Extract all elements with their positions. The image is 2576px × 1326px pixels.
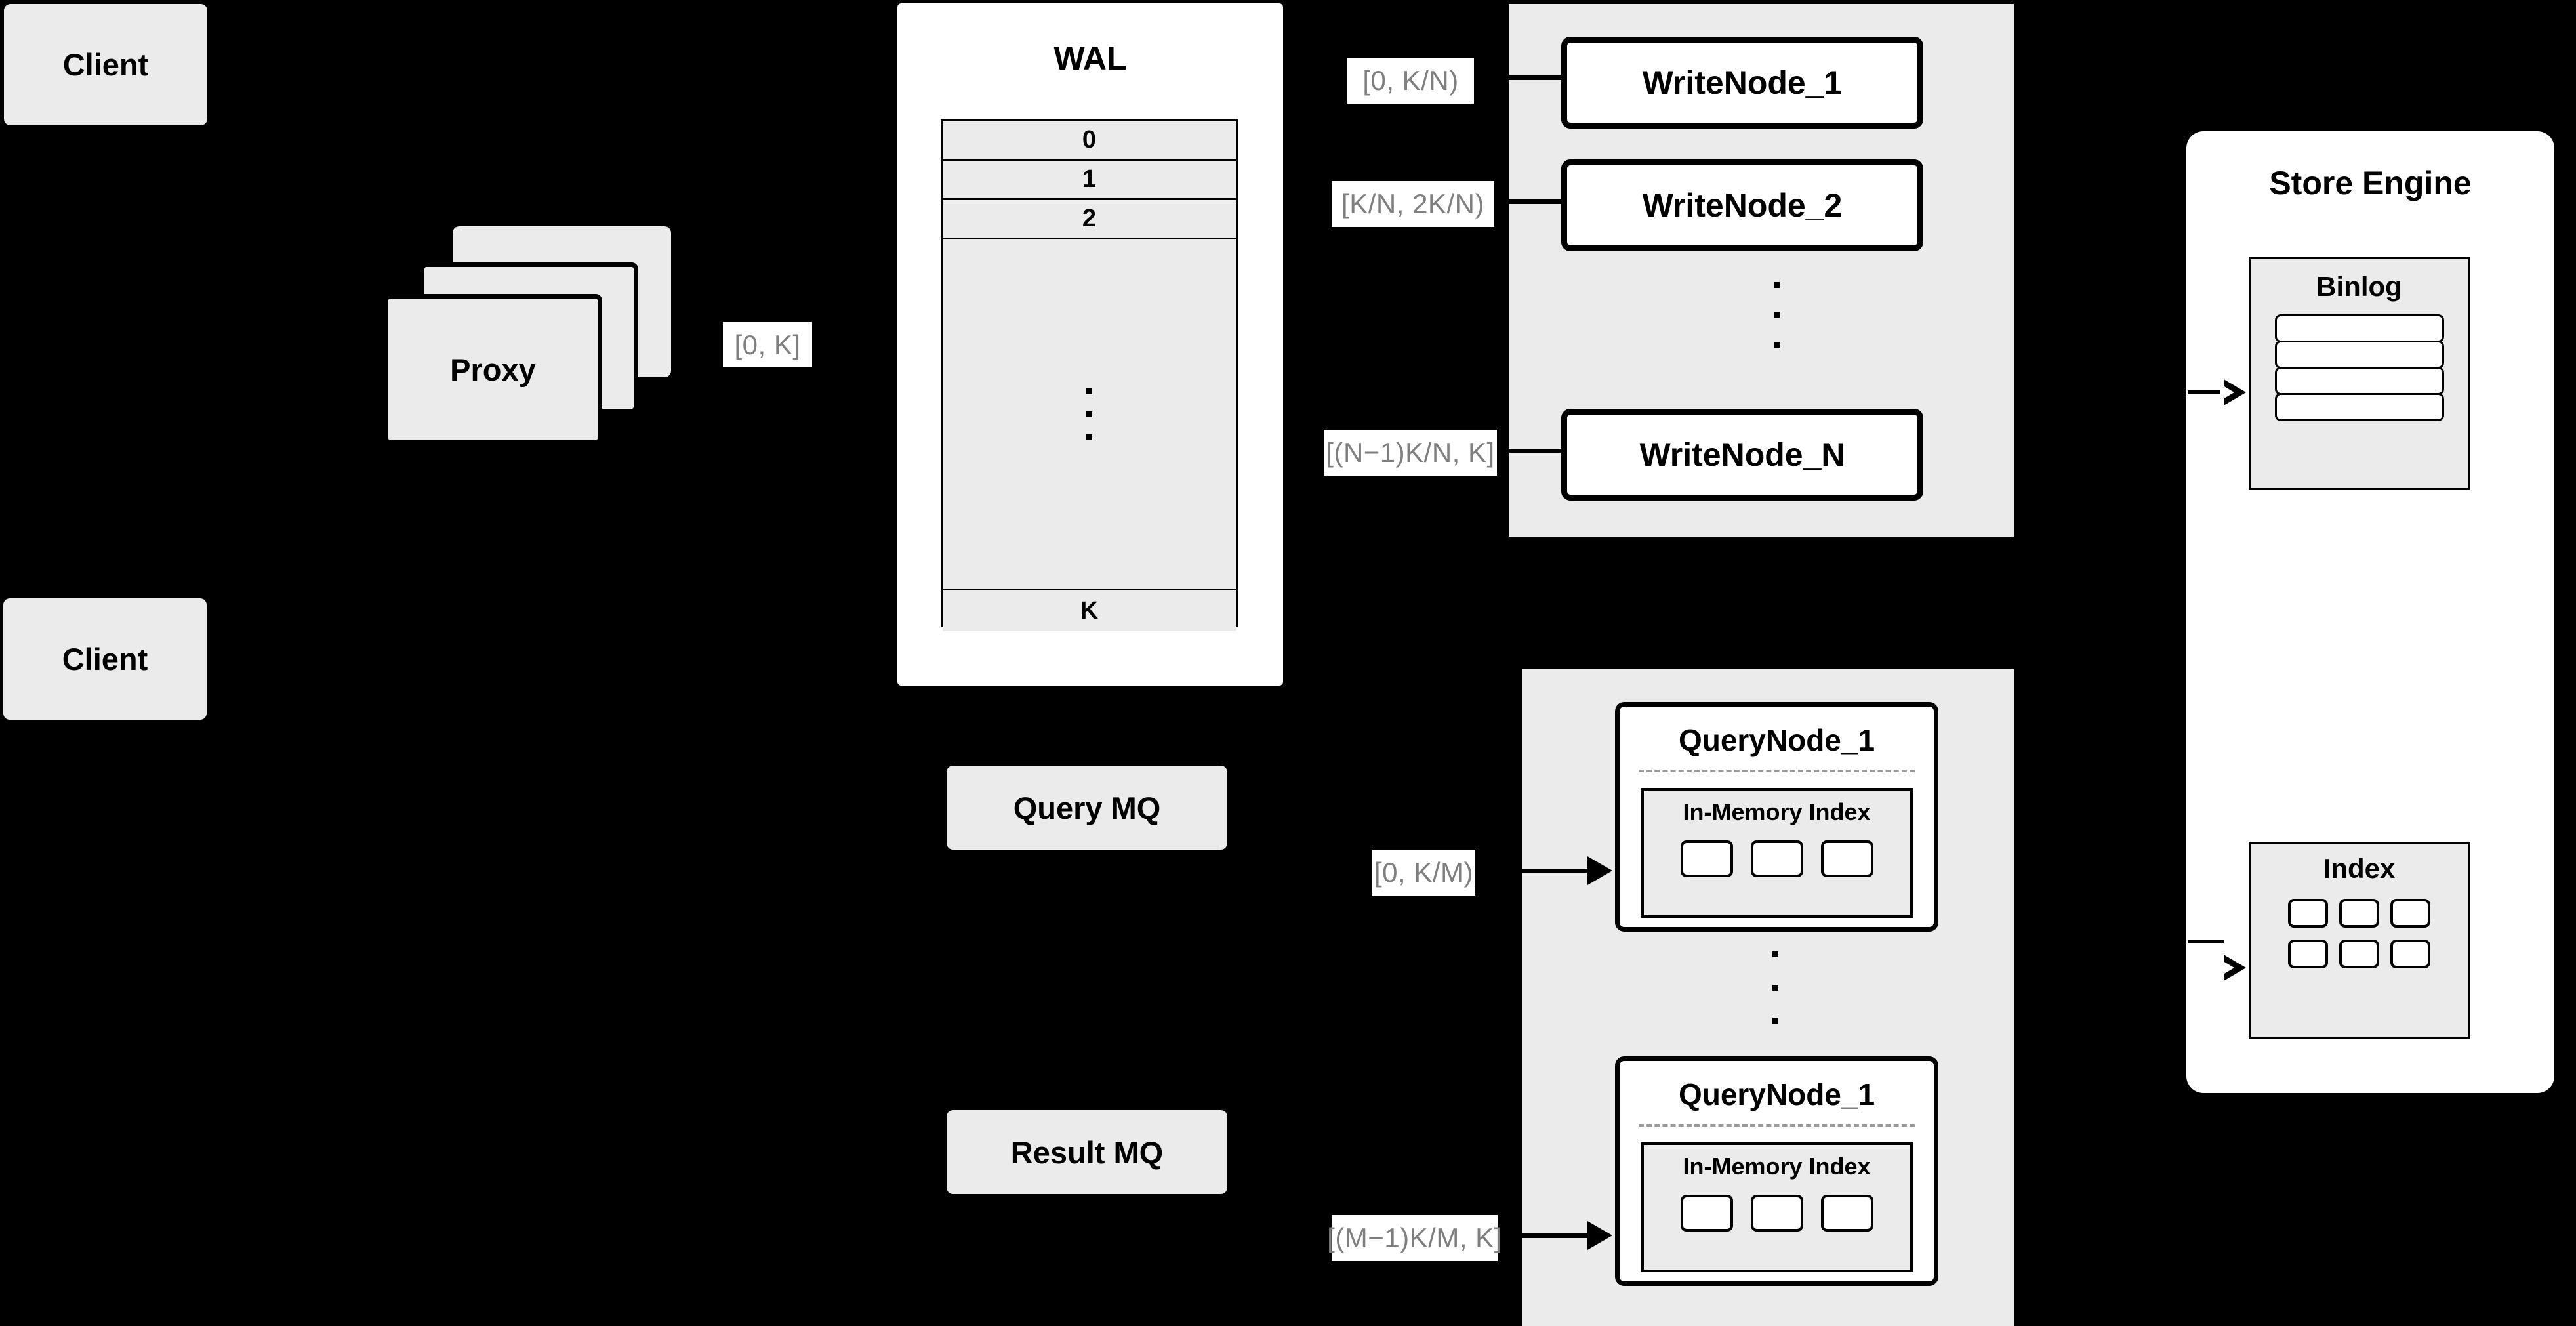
- query-node-1-index-title: In-Memory Index: [1683, 798, 1871, 825]
- write-node-1[interactable]: WriteNode_1: [1561, 37, 1923, 129]
- index-cell[interactable]: [2339, 899, 2379, 928]
- query-mq-label: Query MQ: [1013, 790, 1161, 825]
- query-node-2-index-title: In-Memory Index: [1683, 1153, 1871, 1180]
- query-node-2[interactable]: QueryNode_1 In-Memory Index: [1615, 1056, 1938, 1286]
- binlog-row[interactable]: [2274, 367, 2444, 395]
- result-mq-label: Result MQ: [1010, 1134, 1164, 1170]
- write-node-n[interactable]: WriteNode_N: [1561, 409, 1923, 501]
- write-node-1-range-label: [0, K/N): [1347, 58, 1474, 104]
- index-cell[interactable]: [2339, 940, 2379, 968]
- wal-entry-2: 2: [943, 200, 1236, 239]
- query-cluster-dot: [1772, 984, 1778, 991]
- write-node-n-arrow-line: [1506, 449, 1585, 453]
- query-node-2-index-cell[interactable]: [1820, 1195, 1873, 1232]
- query-cluster-ellipsis: [1771, 951, 1779, 1024]
- query-mq-box[interactable]: Query MQ: [947, 766, 1227, 850]
- query-node-2-range-label: [(M−1)K/M, K]: [1327, 1215, 1502, 1261]
- binlog-title: Binlog: [2316, 271, 2402, 302]
- write-node-2[interactable]: WriteNode_2: [1561, 159, 1923, 251]
- query-cluster-dot: [1772, 1018, 1778, 1024]
- query-node-1-arrow-head: [1587, 856, 1612, 885]
- index-cell[interactable]: [2288, 899, 2328, 928]
- write-node-2-range-label: [K/N, 2K/N): [1332, 181, 1494, 227]
- store-engine-title: Store Engine: [2269, 165, 2472, 201]
- query-node-2-arrow-line: [1515, 1233, 1589, 1238]
- write-node-2-arrow-line: [1506, 199, 1585, 204]
- query-node-2-divider: [1638, 1124, 1915, 1127]
- write-cluster-dot: [1773, 342, 1780, 348]
- binlog-row[interactable]: [2274, 314, 2444, 342]
- proxy-box[interactable]: Proxy: [384, 294, 602, 445]
- index-title: Index: [2323, 853, 2396, 884]
- query-cluster-dot: [1772, 951, 1778, 957]
- index-cell[interactable]: [2288, 940, 2328, 968]
- write-node-n-range-label: [(N−1)K/N, K]: [1324, 430, 1497, 476]
- index-arrow-line: [2188, 940, 2224, 943]
- client-label-2: Client: [62, 642, 148, 676]
- write-node-2-label: WriteNode_2: [1642, 187, 1843, 224]
- wal-entry-last: K: [943, 590, 1236, 631]
- wal-ellipsis: [943, 239, 1236, 590]
- query-node-2-index-cell[interactable]: [1680, 1195, 1733, 1232]
- binlog-arrow-line: [2188, 390, 2224, 394]
- query-node-2-in-memory-index: In-Memory Index: [1641, 1142, 1913, 1272]
- write-cluster-dot: [1773, 312, 1780, 318]
- binlog-row[interactable]: [2274, 341, 2444, 369]
- query-node-1[interactable]: QueryNode_1 In-Memory Index: [1615, 702, 1938, 932]
- query-node-1-divider: [1638, 770, 1915, 772]
- binlog-row[interactable]: [2274, 393, 2444, 421]
- write-node-1-label: WriteNode_1: [1642, 64, 1843, 101]
- client-label-1: Client: [62, 47, 149, 82]
- binlog-arrow-head: [2220, 379, 2246, 405]
- query-node-2-index-cell[interactable]: [1750, 1195, 1803, 1232]
- query-node-1-in-memory-index: In-Memory Index: [1641, 788, 1913, 918]
- wal-dot: [1086, 411, 1092, 417]
- index-cell[interactable]: [2390, 899, 2430, 928]
- query-node-2-arrow-head: [1587, 1221, 1612, 1250]
- write-cluster-ellipsis: [1772, 282, 1780, 348]
- wal-table: 0 1 2 K: [941, 119, 1238, 631]
- query-node-1-range-label: [0, K/M): [1372, 850, 1475, 896]
- query-node-1-index-cell[interactable]: [1680, 840, 1733, 877]
- write-node-1-arrow-line: [1506, 75, 1585, 80]
- index-panel: Index: [2249, 842, 2470, 1039]
- proxy-label: Proxy: [450, 352, 536, 387]
- query-node-1-label: QueryNode_1: [1678, 723, 1875, 757]
- client-box-1[interactable]: Client: [4, 4, 207, 125]
- wal-entry-0: 0: [943, 121, 1236, 161]
- query-node-1-index-cell[interactable]: [1820, 840, 1873, 877]
- write-node-n-label: WriteNode_N: [1639, 436, 1845, 473]
- proxy-range-label: [0, K]: [723, 322, 812, 367]
- query-node-1-index-cell[interactable]: [1750, 840, 1803, 877]
- index-arrow-head: [2220, 955, 2246, 981]
- query-node-1-arrow-line: [1515, 869, 1589, 873]
- wal-entry-1: 1: [943, 161, 1236, 200]
- wal-dot: [1086, 434, 1092, 440]
- result-mq-box[interactable]: Result MQ: [947, 1110, 1227, 1194]
- wal-dot: [1086, 388, 1092, 394]
- binlog-panel: Binlog: [2249, 257, 2470, 490]
- write-cluster-dot: [1773, 282, 1780, 288]
- wal-title: WAL: [1053, 40, 1127, 77]
- query-node-2-label: QueryNode_1: [1678, 1077, 1875, 1111]
- client-box-2[interactable]: Client: [3, 598, 207, 720]
- index-cell[interactable]: [2390, 940, 2430, 968]
